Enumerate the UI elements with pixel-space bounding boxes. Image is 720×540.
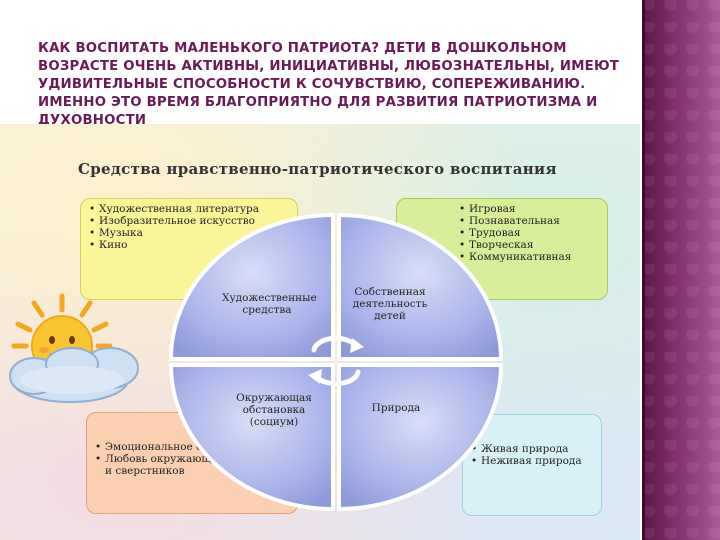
list-item: Изобразительное искусство xyxy=(89,215,289,227)
list-item: Кино xyxy=(89,239,289,251)
list-item: Художественная литература xyxy=(89,203,289,215)
quadrant-label-nature: Природа xyxy=(371,402,421,414)
quadrant-label-art: Художественные средства xyxy=(222,292,317,316)
quadrant-top-right xyxy=(337,212,504,361)
list-item: Живая природа xyxy=(471,443,593,455)
box-nature: Живая природа Неживая природа xyxy=(462,414,602,516)
sun-cloud-icon xyxy=(9,293,139,403)
quadrant-label-environment: Окружающая обстановка (социум) xyxy=(236,392,312,428)
list-item: Неживая природа xyxy=(471,455,593,467)
list-item: Коммуникативная xyxy=(459,251,599,263)
quadrant-label-activity: Собственная деятельность детей xyxy=(352,286,428,322)
quadrant-bottom-left xyxy=(168,363,335,512)
list-item: Игровая xyxy=(459,203,599,215)
quadrant-top-left xyxy=(168,212,335,361)
diagram-title: Средства нравственно-патриотического вос… xyxy=(78,160,557,178)
list-item: Творческая xyxy=(459,239,599,251)
list-item: Музыка xyxy=(89,227,289,239)
quadrant-bottom-right xyxy=(337,363,504,512)
list-item: Трудовая xyxy=(459,227,599,239)
decorative-side-band xyxy=(642,0,720,540)
list-item: Познавательная xyxy=(459,215,599,227)
